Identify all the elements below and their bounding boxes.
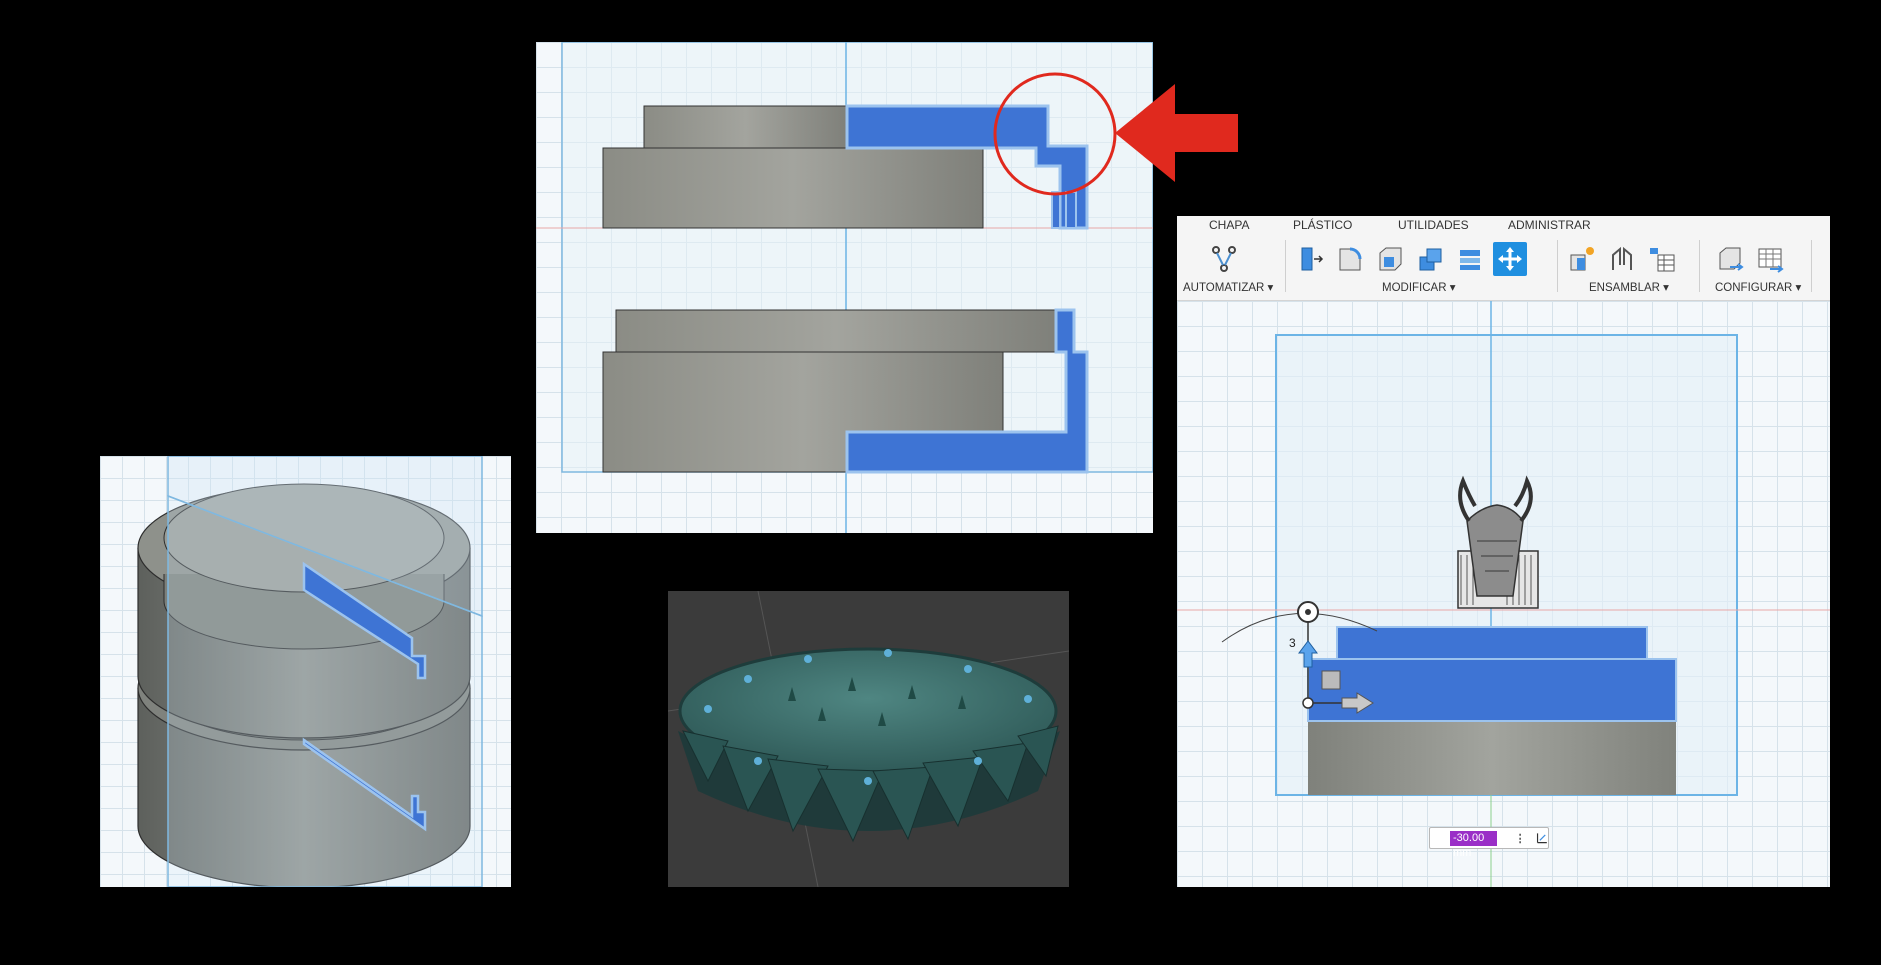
3d-viewport[interactable]: 3 -30.00 mm ⋮ xyxy=(1177,301,1830,887)
viewport-canvas: 3 xyxy=(1177,301,1830,887)
ribbon-toolbar: CHAPA PLÁSTICO UTILIDADES ADMINISTRAR AU… xyxy=(1177,216,1830,301)
more-options-icon[interactable]: ⋮ xyxy=(1514,832,1526,845)
automate-icon[interactable] xyxy=(1207,242,1241,276)
fusion-window: CHAPA PLÁSTICO UTILIDADES ADMINISTRAR AU… xyxy=(1177,216,1830,887)
section-view-panel xyxy=(536,42,1153,533)
render-view-panel xyxy=(668,591,1069,887)
group-configurar[interactable]: CONFIGURAR ▾ xyxy=(1715,282,1802,294)
as-built-joint-icon[interactable] xyxy=(1645,242,1679,276)
shell-icon[interactable] xyxy=(1373,242,1407,276)
up-arrow-handle-icon[interactable] xyxy=(1298,640,1318,668)
red-arrow-icon xyxy=(1115,84,1238,182)
highlight-circle xyxy=(993,72,1117,196)
group-modificar[interactable]: MODIFICAR ▾ xyxy=(1382,282,1456,294)
tab-administrar[interactable]: ADMINISTRAR xyxy=(1508,218,1591,232)
group-automatizar[interactable]: AUTOMATIZAR ▾ xyxy=(1183,282,1274,294)
plane-handle-icon[interactable] xyxy=(1321,670,1341,690)
manipulator-label: 3 xyxy=(1289,636,1296,650)
iso-view-panel xyxy=(100,456,511,887)
group-ensamblar[interactable]: ENSAMBLAR ▾ xyxy=(1589,282,1669,294)
tab-plastico[interactable]: PLÁSTICO xyxy=(1293,218,1353,232)
divider xyxy=(1285,240,1286,292)
divider xyxy=(1811,240,1812,292)
axis-options-icon[interactable] xyxy=(1536,830,1548,846)
config-table-icon[interactable] xyxy=(1753,242,1787,276)
fillet-icon[interactable] xyxy=(1333,242,1367,276)
joint-icon[interactable] xyxy=(1605,242,1639,276)
divider xyxy=(1699,240,1700,292)
move-copy-icon[interactable] xyxy=(1493,242,1527,276)
section-view-canvas xyxy=(536,42,1153,533)
iso-view-canvas xyxy=(137,456,483,887)
press-pull-icon[interactable] xyxy=(1293,242,1327,276)
divider xyxy=(1557,240,1558,292)
distance-value[interactable]: -30.00 mm xyxy=(1450,830,1497,859)
distance-input[interactable]: -30.00 mm ⋮ xyxy=(1429,827,1549,859)
right-arrow-handle-icon[interactable] xyxy=(1341,692,1374,714)
render-canvas xyxy=(668,591,1069,887)
figurine-model xyxy=(1457,475,1539,609)
split-body-icon[interactable] xyxy=(1453,242,1487,276)
configure-icon[interactable] xyxy=(1713,242,1747,276)
new-component-icon[interactable] xyxy=(1565,242,1599,276)
combine-icon[interactable] xyxy=(1413,242,1447,276)
tab-chapa[interactable]: CHAPA xyxy=(1209,218,1250,232)
tab-utilidades[interactable]: UTILIDADES xyxy=(1398,218,1469,232)
